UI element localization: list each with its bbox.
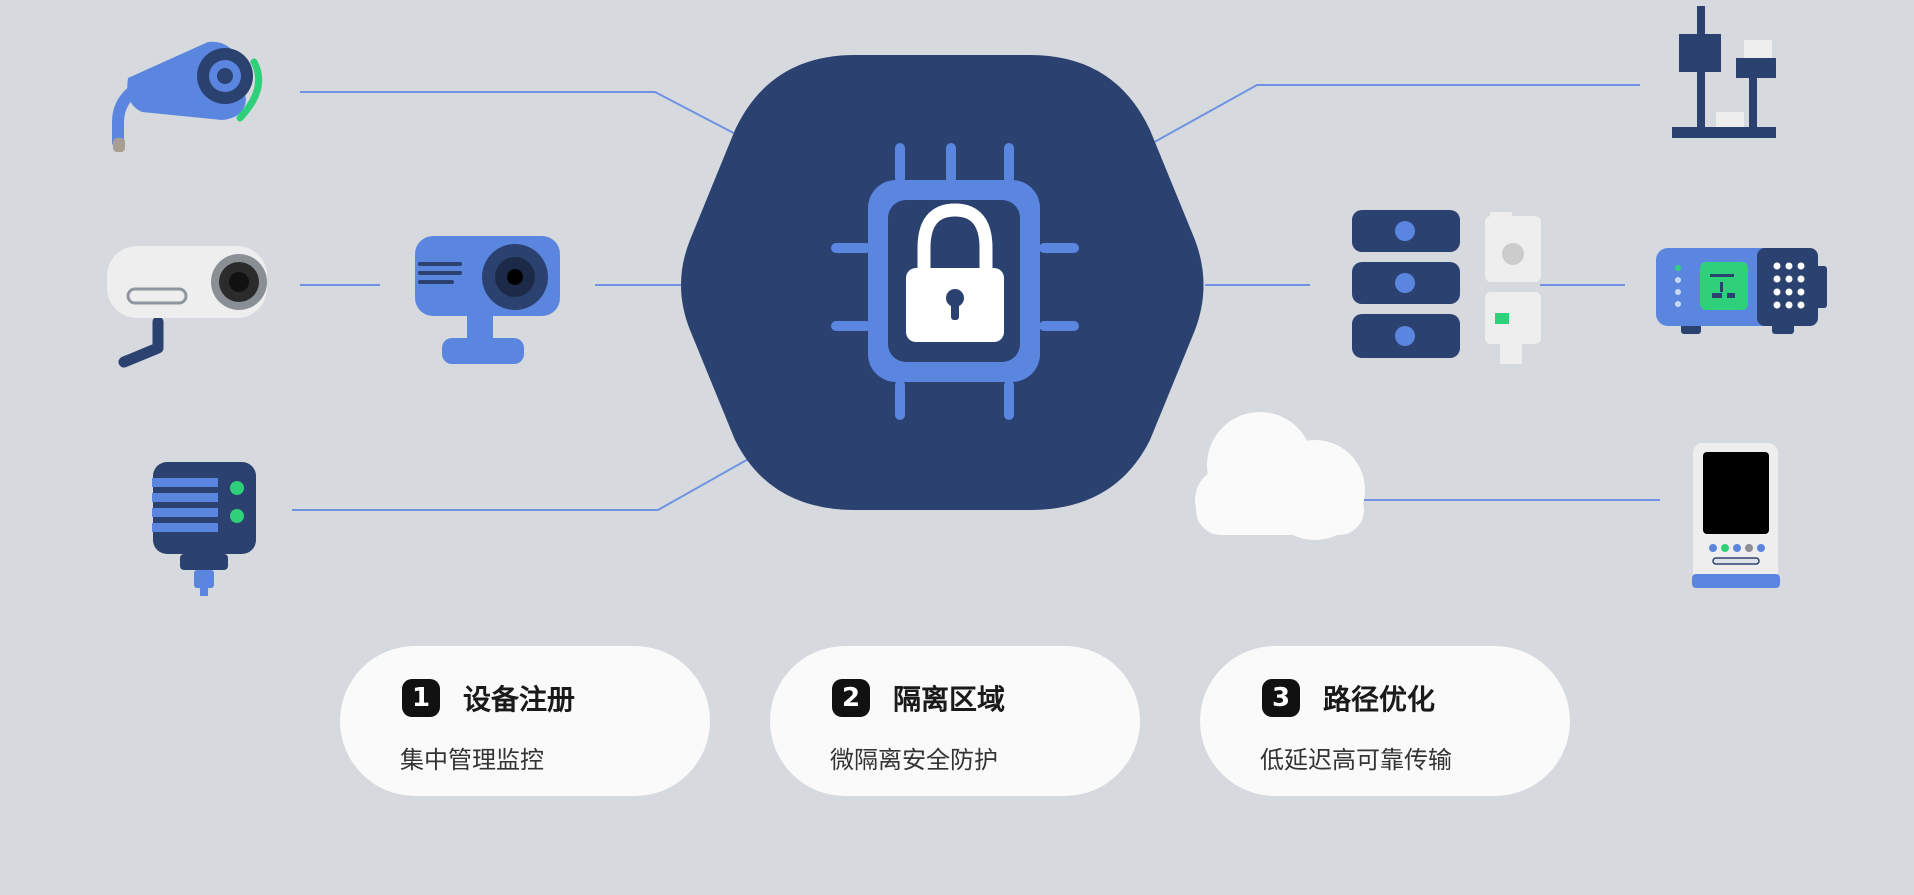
line-lab-stand	[1139, 84, 1640, 151]
line-security-camera	[300, 91, 771, 153]
step-card-1: 1 设备注册 集中管理监控	[340, 646, 710, 796]
connector-lines	[292, 84, 1660, 511]
step-number-badge: 1	[402, 679, 440, 717]
step-number-badge: 3	[1262, 679, 1300, 717]
tablet-terminal-icon	[1692, 443, 1780, 588]
step-subtitle: 集中管理监控	[400, 746, 544, 774]
central-hub	[681, 55, 1204, 510]
router-icon	[152, 462, 256, 596]
step-number-badge: 2	[832, 679, 870, 717]
security-camera-icon	[112, 41, 263, 152]
step-subtitle: 微隔离安全防护	[830, 746, 998, 774]
step-title: 隔离区域	[893, 683, 1006, 716]
step-title: 设备注册	[463, 683, 576, 716]
control-panel-icon	[1656, 248, 1827, 334]
lock-chip-icon	[831, 143, 1079, 420]
step-title: 路径优化	[1323, 683, 1436, 716]
cloud-icon	[1195, 412, 1365, 540]
line-router	[292, 439, 783, 511]
lab-stand-icon	[1672, 6, 1776, 138]
step-card-2: 2 隔离区域 微隔离安全防护	[770, 646, 1140, 796]
step-card-3: 3 路径优化 低延迟高可靠传输	[1200, 646, 1570, 796]
step-subtitle: 低延迟高可靠传输	[1260, 746, 1452, 774]
bullet-camera-icon	[107, 246, 267, 368]
server-rack-icon	[1352, 210, 1460, 358]
power-adapter-icon	[1485, 212, 1541, 364]
webcam-icon	[415, 236, 560, 364]
